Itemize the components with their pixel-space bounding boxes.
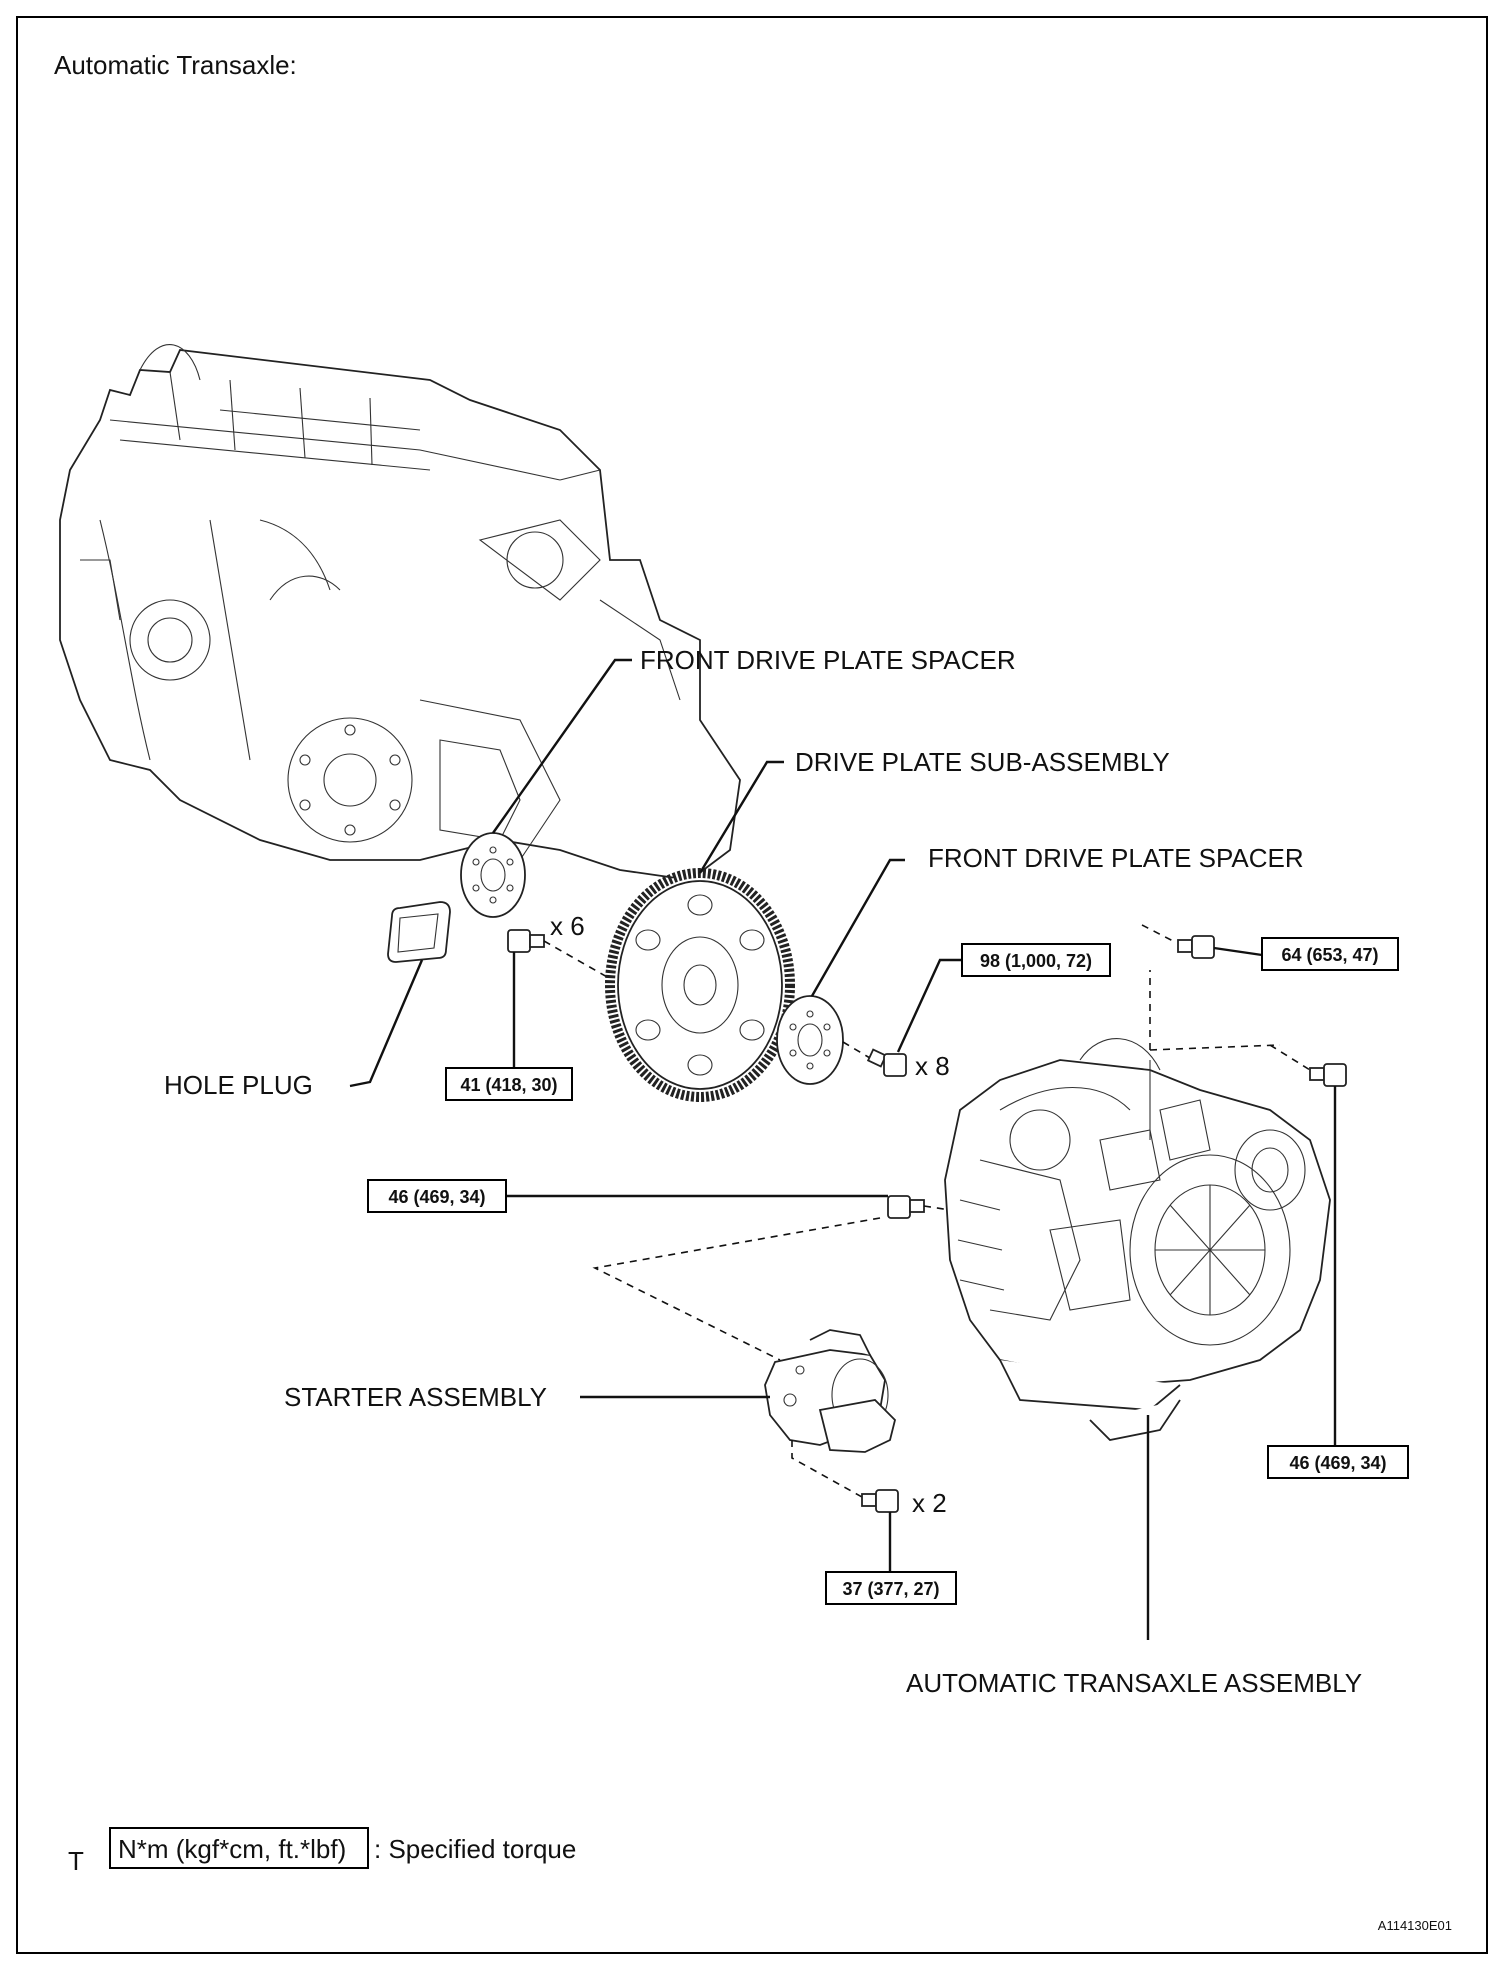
leader-torque-98 [896, 958, 962, 1053]
legend-marker: T [68, 1846, 84, 1876]
torque-37: 37 (377, 27) [842, 1579, 939, 1599]
leader-front-drive-plate-spacer-1 [492, 658, 632, 834]
torque-box-41 [445, 1067, 573, 1101]
spacer-bolt [866, 1048, 907, 1077]
bolt-dash-line-2 [842, 1041, 871, 1059]
label-drive-plate-sub-assembly: DRIVE PLATE SUB-ASSEMBLY [795, 747, 1170, 777]
drive-plate-sub-assembly [605, 868, 795, 1102]
label-front-drive-plate-spacer-1: FRONT DRIVE PLATE SPACER [640, 645, 1016, 675]
front-drive-plate-spacer-1 [460, 832, 526, 918]
starter-bolt [861, 1489, 899, 1513]
label-hole-plug: HOLE PLUG [164, 1070, 313, 1100]
torque-box-37 [825, 1571, 957, 1605]
torque-41: 41 (418, 30) [460, 1075, 557, 1095]
engine-illustration [59, 344, 741, 881]
bolt-dash-line-4 [1269, 1044, 1311, 1071]
legend-text: : Specified torque [374, 1834, 576, 1864]
starter-dash-line-1 [592, 1217, 881, 1361]
bolt-dash-line-5 [923, 1205, 951, 1211]
quantity-x6: x 6 [550, 911, 585, 941]
legend-unit-box [109, 1827, 369, 1869]
label-starter-assembly: STARTER ASSEMBLY [284, 1382, 547, 1412]
legend-unit: N*m (kgf*cm, ft.*lbf) [118, 1834, 346, 1864]
leader-torque-64 [1213, 946, 1263, 957]
torque-box-98 [961, 943, 1111, 977]
torque-64: 64 (653, 47) [1281, 945, 1378, 965]
quantity-x2: x 2 [912, 1488, 947, 1518]
label-automatic-transaxle-assembly: AUTOMATIC TRANSAXLE ASSEMBLY [906, 1668, 1362, 1698]
torque-box-46a [367, 1179, 507, 1213]
starter-mount-bolt [887, 1195, 925, 1219]
label-front-drive-plate-spacer-2: FRONT DRIVE PLATE SPACER [928, 843, 1304, 873]
leader-drive-plate-sub-assembly [698, 760, 784, 874]
torque-98: 98 (1,000, 72) [980, 951, 1092, 971]
leader-front-drive-plate-spacer-2 [810, 858, 905, 997]
drive-plate-bolt [507, 929, 545, 953]
transaxle-side-bolt [1309, 1063, 1347, 1087]
torque-46b: 46 (469, 34) [1289, 1453, 1386, 1473]
torque-box-64 [1261, 937, 1399, 971]
torque-box-46b [1267, 1445, 1409, 1479]
page-title: Automatic Transaxle: [54, 50, 297, 80]
bolt-dash-line-3 [1141, 924, 1176, 943]
hole-plug [387, 901, 451, 963]
diagram-frame [16, 16, 1488, 1954]
torque-46a: 46 (469, 34) [388, 1187, 485, 1207]
starter-assembly [764, 1329, 896, 1453]
transaxle-dash-lines [1149, 970, 1281, 1051]
starter-dash-line-2 [791, 1440, 863, 1498]
leader-hole-plug [349, 959, 424, 1088]
quantity-x8: x 8 [915, 1051, 950, 1081]
automatic-transaxle-assembly [944, 1038, 1331, 1441]
figure-id: A114130E01 [1378, 1918, 1452, 1933]
front-drive-plate-spacer-2 [776, 995, 844, 1085]
transaxle-top-bolt [1177, 935, 1215, 959]
